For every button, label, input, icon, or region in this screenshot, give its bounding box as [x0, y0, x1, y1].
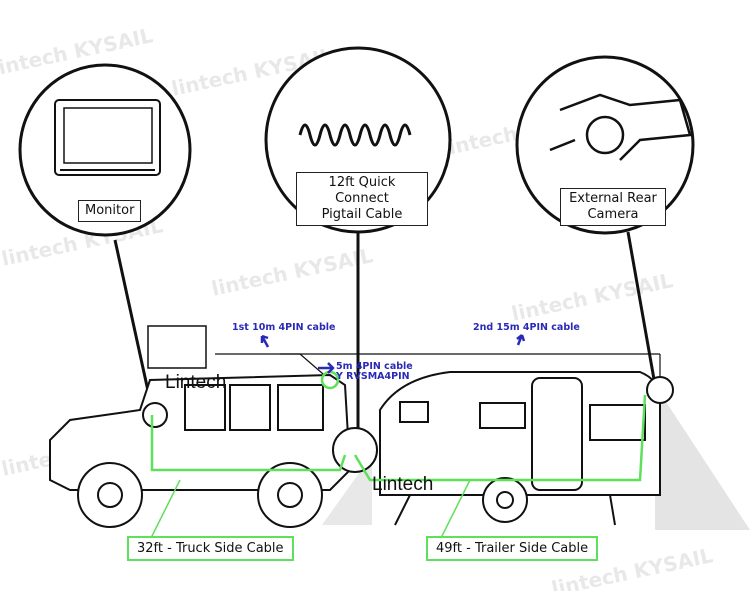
- monitor-label: Monitor: [78, 200, 142, 222]
- camera-label: External Rear Camera: [560, 188, 666, 226]
- trailer-drawing: [379, 371, 661, 526]
- camera-icon: [549, 93, 692, 161]
- pigtail-label-line1: 12ft Quick Connect: [328, 175, 396, 206]
- y-cable-label-line2: Y RVSMA4PIN: [336, 371, 410, 382]
- trailer-cable-label: 49ft - Trailer Side Cable: [426, 536, 599, 561]
- camera-pointer: [626, 231, 657, 386]
- truck-cable-label: 32ft - Truck Side Cable: [127, 536, 294, 561]
- camera-view-shade: [655, 385, 750, 530]
- small-monitor-icon: [147, 325, 207, 369]
- truck-drawing: [49, 373, 352, 528]
- truck-brand-text: Lintech: [165, 372, 227, 393]
- monitor-icon: [54, 99, 161, 176]
- monitor-pointer: [113, 239, 152, 401]
- pigtail-label: 12ft Quick Connect Pigtail Cable: [296, 172, 428, 226]
- blue-arrows: [260, 334, 526, 374]
- y-cable-label-line1: 5m 4PIN cable: [336, 361, 413, 372]
- coil-cable-icon: [298, 123, 412, 147]
- camera-label-line2: Camera: [587, 207, 639, 222]
- camera-label-line1: External Rear: [569, 191, 657, 206]
- second-cable-label: 2nd 15m 4PIN cable: [473, 322, 580, 333]
- pigtail-label-line2: Pigtail Cable: [321, 207, 403, 222]
- trailer-brand-text: Lintech: [372, 474, 434, 495]
- rear-camera-small-icon: [646, 376, 674, 404]
- hitch-connector-detail: [332, 427, 378, 473]
- y-cable-label: 5m 4PIN cable Y RVSMA4PIN: [336, 362, 413, 382]
- first-cable-label: 1st 10m 4PIN cable: [232, 322, 336, 333]
- green-wiring: [149, 370, 647, 541]
